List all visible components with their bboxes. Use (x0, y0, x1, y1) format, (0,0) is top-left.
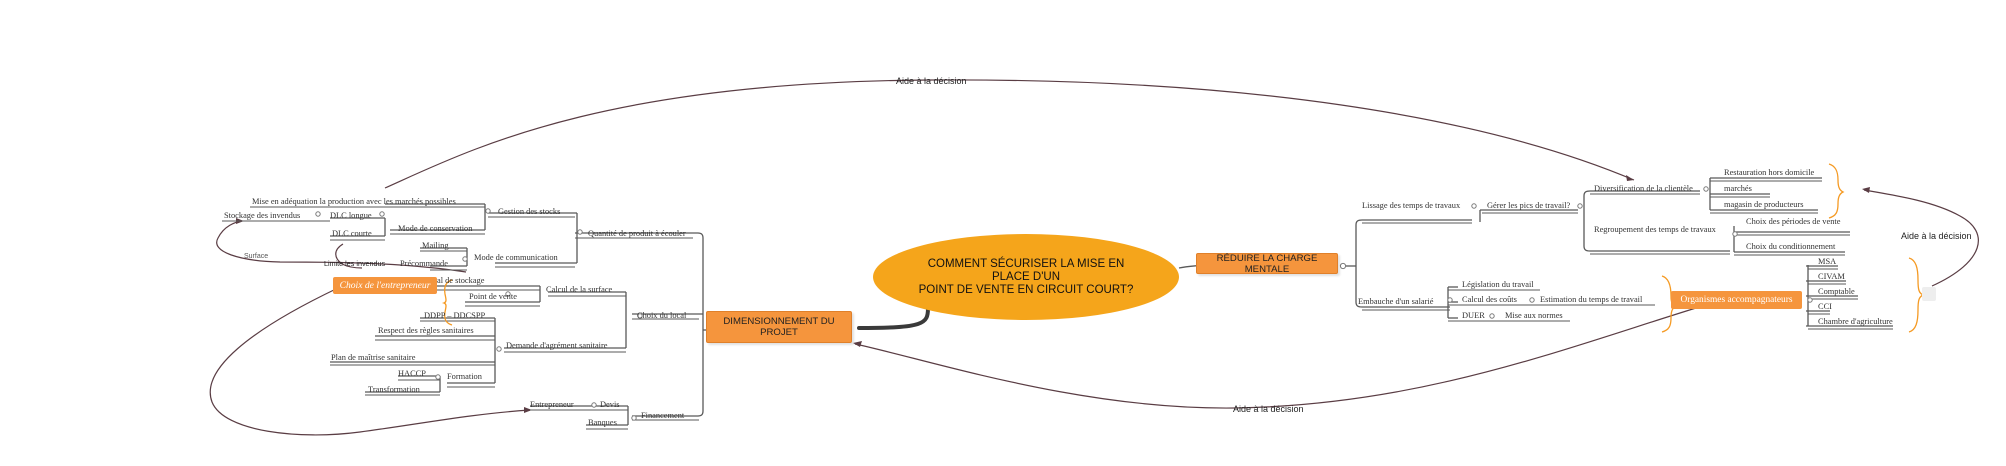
node-calcul-surface[interactable]: Calcul de la surface (546, 285, 613, 294)
node-msa[interactable]: MSA (1818, 257, 1836, 266)
node-legislation[interactable]: Législation du travail (1462, 280, 1534, 289)
relation-right-arrow (1862, 187, 1870, 193)
relation-limite-label[interactable]: Limite les invendus (324, 259, 386, 268)
relation-top-curve[interactable] (384, 79, 1635, 189)
node-formation[interactable]: Formation (447, 372, 483, 381)
node-mode-communication[interactable]: Mode de communication (474, 253, 559, 262)
floating-choix-entrepreneur-label: Choix de l'entrepreneur (339, 280, 431, 291)
floating-choix-entrepreneur[interactable]: Choix de l'entrepreneur (333, 277, 437, 294)
node-lissage[interactable]: Lissage des temps de travaux (1362, 201, 1461, 210)
node-plan-maitrise[interactable]: Plan de maîtrise sanitaire (331, 353, 416, 362)
node-transformation[interactable]: Transformation (368, 385, 421, 394)
node-mode-conservation[interactable]: Mode de conservation (398, 224, 473, 233)
node-diversification[interactable]: Diversification de la clientèle (1594, 184, 1693, 193)
node-cci[interactable]: CCI (1818, 302, 1832, 311)
node-marches[interactable]: marchés (1724, 184, 1752, 193)
node-ddpp[interactable]: DDPP – DDCSPP (424, 311, 485, 320)
node-mailing[interactable]: Mailing (422, 241, 449, 250)
node-gerer-pics[interactable]: Gérer les pics de travail? (1487, 201, 1571, 210)
node-entrepreneur[interactable]: Entrepreneur (530, 400, 574, 409)
node-banques[interactable]: Banques (588, 418, 617, 427)
node-devis[interactable]: Devis (600, 400, 620, 409)
topic-organismes-label: Organismes accompagnateurs (1680, 295, 1793, 305)
node-embauche[interactable]: Embauche d'un salarié (1358, 297, 1434, 306)
relation-top-arrow (1626, 175, 1634, 181)
topic-charge-mentale-label: RÉDUIRE LA CHARGE MENTALE (1216, 252, 1318, 275)
left-floating-brace (441, 279, 453, 326)
node-quantite[interactable]: Quantité de produit à écouler (588, 229, 686, 238)
central-topic[interactable]: COMMENT SÉCURISER LA MISE EN PLACE D'UN … (873, 234, 1179, 320)
node-civam[interactable]: CIVAM (1818, 272, 1845, 281)
relation-surface-label[interactable]: Surface (244, 253, 268, 260)
node-haccp[interactable]: HACCP (398, 369, 426, 378)
relation-bottom-label[interactable]: Aide à la décision (1233, 404, 1304, 414)
node-dlc-longue[interactable]: DLC longue (330, 211, 372, 220)
node-local-stockage[interactable]: Local de stockage (424, 276, 485, 285)
node-restauration[interactable]: Restauration hors domicile (1724, 168, 1815, 177)
relation-top-label[interactable]: Aide à la décision (896, 76, 967, 86)
node-demande-agrement[interactable]: Demande d'agrément sanitaire (506, 341, 608, 350)
node-mise-adequation[interactable]: Mise en adéquation la production avec le… (252, 197, 456, 206)
node-calcul-couts[interactable]: Calcul des coûts (1462, 295, 1517, 304)
node-gestion-stocks[interactable]: Gestion des stocks (498, 207, 560, 216)
relation-bottom-arrow (853, 341, 862, 347)
topic-organismes[interactable]: Organismes accompagnateurs (1671, 291, 1802, 309)
node-duer[interactable]: DUER (1462, 311, 1485, 320)
node-magasin[interactable]: magasin de producteurs (1724, 200, 1804, 209)
node-stockage-invendus[interactable]: Stockage des invendus (224, 211, 300, 220)
central-topic-line-1: COMMENT SÉCURISER LA MISE EN PLACE D'UN (927, 257, 1125, 283)
node-comptable[interactable]: Comptable (1818, 287, 1855, 296)
node-point-vente[interactable]: Point de vente (469, 292, 517, 301)
relation-entrepreneur-arrow (524, 407, 532, 413)
node-conditionnement[interactable]: Choix du conditionnement (1746, 242, 1836, 251)
node-respect-regles[interactable]: Respect des règles sanitaires (378, 326, 474, 335)
node-chambre-agriculture[interactable]: Chambre d'agriculture (1818, 317, 1893, 326)
topic-charge-mentale[interactable]: RÉDUIRE LA CHARGE MENTALE (1196, 252, 1338, 275)
node-financement[interactable]: Financement (641, 411, 685, 420)
relation-limite-curve[interactable] (216, 220, 467, 273)
relation-surface-curve[interactable] (335, 243, 363, 269)
relation-bottom-curve[interactable] (854, 307, 1697, 409)
node-periodes-vente[interactable]: Choix des périodes de vente (1746, 217, 1841, 226)
central-topic-line-2: POINT DE VENTE EN CIRCUIT COURT? (918, 283, 1134, 296)
relation-entrepreneur-curve[interactable] (209, 287, 531, 436)
topic-dimensionnement[interactable]: DIMENSIONNEMENT DU PROJET (706, 311, 852, 343)
node-dlc-courte[interactable]: DLC courte (332, 229, 372, 238)
relation-right-label[interactable]: Aide à la décision (1901, 231, 1972, 241)
node-precommande[interactable]: Précommande (400, 259, 448, 268)
node-mise-normes[interactable]: Mise aux normes (1505, 311, 1563, 320)
central-to-left-connector (857, 306, 930, 330)
diversification-brace (1828, 163, 1845, 219)
node-estimation-temps[interactable]: Estimation du temps de travail (1540, 295, 1643, 304)
topic-dimensionnement-label: DIMENSIONNEMENT DU PROJET (723, 316, 835, 338)
node-regroupement[interactable]: Regroupement des temps de travaux (1594, 225, 1717, 234)
node-choix-local[interactable]: Choix du local (637, 311, 687, 320)
relation-right-curve[interactable] (1863, 189, 1979, 287)
organismes-brace (1908, 257, 1925, 333)
collapsed-placeholder (1922, 287, 1936, 301)
